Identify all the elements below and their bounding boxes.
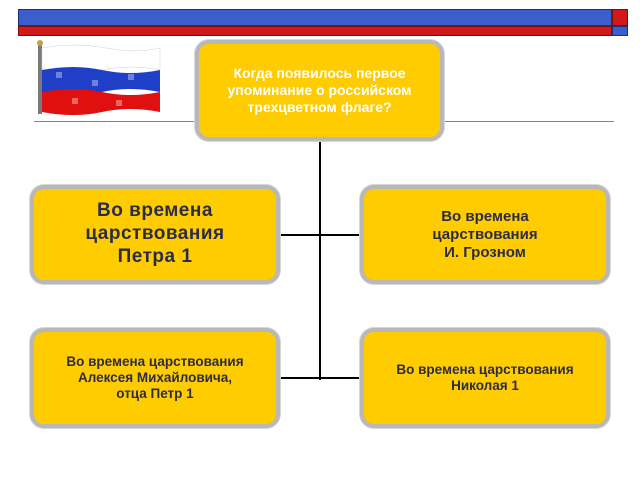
option-grozny-box[interactable]: Во времена царствования И. Грозном [360,185,610,284]
question-text: Когда появилось первое упоминание о росс… [227,65,412,115]
header-corner-red [612,9,628,26]
header-corner-blue [612,26,628,36]
option-nicholas-text: Во времена царствования Николая 1 [396,361,574,393]
option-nicholas-box[interactable]: Во времена царствования Николая 1 [360,328,610,428]
option-peter-text: Во времена царствования Петра 1 [85,200,225,267]
option-peter-box[interactable]: Во времена царствования Петра 1 [30,185,280,284]
russian-flag-icon [37,40,161,115]
header-band-red [18,26,612,36]
option-alexei-box[interactable]: Во времена царствования Алексея Михайлов… [30,328,280,428]
header-band-blue [18,9,612,26]
option-grozny-text: Во времена царствования И. Грозном [432,207,538,261]
question-box: Когда появилось первое упоминание о росс… [195,40,444,141]
option-alexei-text: Во времена царствования Алексея Михайлов… [66,353,244,402]
